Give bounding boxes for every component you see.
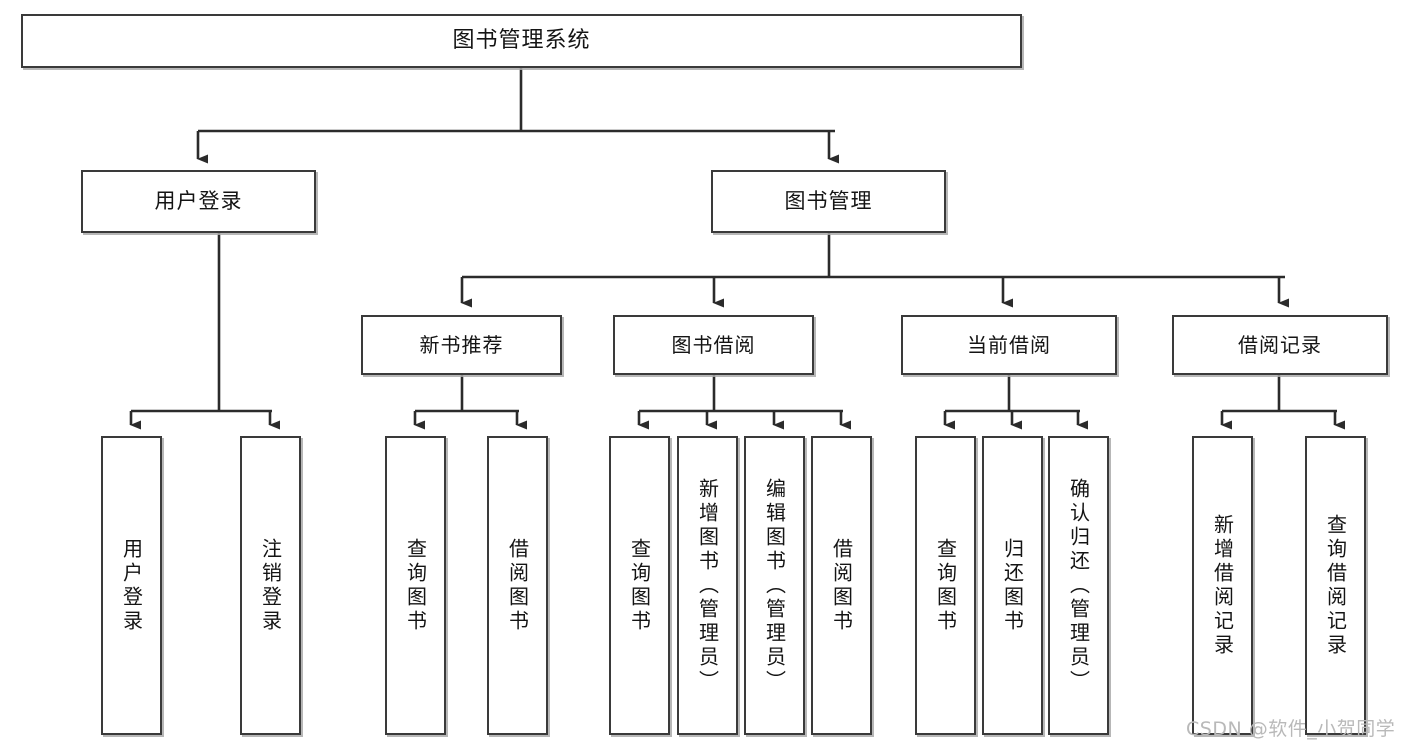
- csdn-watermark: CSDN @软件_小贺同学: [1186, 718, 1396, 740]
- leaf-logout[interactable]: 注销登录: [240, 436, 301, 735]
- leaf-borrow-book[interactable]: 借阅图书: [811, 436, 872, 735]
- node-label: 查询图书: [627, 537, 652, 634]
- leaf-add-borrow-record[interactable]: 新增借阅记录: [1192, 436, 1253, 735]
- node-label: 确认归还（管理员）: [1066, 477, 1091, 694]
- node-label: 注销登录: [258, 537, 283, 634]
- leaf-borrow-book-new[interactable]: 借阅图书: [487, 436, 548, 735]
- node-label: 新书推荐: [419, 332, 504, 357]
- node-book-management[interactable]: 图书管理: [711, 170, 946, 233]
- leaf-add-book-admin[interactable]: 新增图书（管理员）: [677, 436, 738, 735]
- node-book-borrow[interactable]: 图书借阅: [613, 315, 814, 375]
- leaf-query-book-borrow[interactable]: 查询图书: [609, 436, 670, 735]
- node-label: 借阅图书: [505, 537, 530, 634]
- node-label: 查询借阅记录: [1323, 513, 1348, 658]
- node-label: 用户登录: [154, 189, 243, 214]
- node-root-system[interactable]: 图书管理系统: [21, 14, 1022, 68]
- leaf-query-borrow-record[interactable]: 查询借阅记录: [1305, 436, 1366, 735]
- node-label: 归还图书: [1000, 537, 1025, 634]
- node-label: 新增图书（管理员）: [695, 477, 720, 694]
- node-label: 用户登录: [119, 537, 144, 634]
- leaf-return-book[interactable]: 归还图书: [982, 436, 1043, 735]
- leaf-confirm-return-admin[interactable]: 确认归还（管理员）: [1048, 436, 1109, 735]
- node-label: 借阅记录: [1238, 332, 1322, 357]
- node-label: 借阅图书: [829, 537, 854, 634]
- node-label: 图书借阅: [671, 332, 756, 357]
- node-label: 当前借阅: [967, 332, 1051, 357]
- leaf-edit-book-admin[interactable]: 编辑图书（管理员）: [744, 436, 805, 735]
- node-new-book-recommend[interactable]: 新书推荐: [361, 315, 562, 375]
- node-current-borrow[interactable]: 当前借阅: [901, 315, 1117, 375]
- node-label: 查询图书: [403, 537, 428, 634]
- leaf-query-book-new[interactable]: 查询图书: [385, 436, 446, 735]
- node-borrow-records[interactable]: 借阅记录: [1172, 315, 1388, 375]
- node-label: 图书管理系统: [452, 28, 591, 54]
- leaf-user-login[interactable]: 用户登录: [101, 436, 162, 735]
- node-label: 查询图书: [933, 537, 958, 634]
- node-label: 图书管理: [784, 189, 873, 214]
- node-label: 新增借阅记录: [1210, 513, 1235, 658]
- node-user-login[interactable]: 用户登录: [81, 170, 316, 233]
- leaf-query-book-current[interactable]: 查询图书: [915, 436, 976, 735]
- node-label: 编辑图书（管理员）: [762, 477, 787, 694]
